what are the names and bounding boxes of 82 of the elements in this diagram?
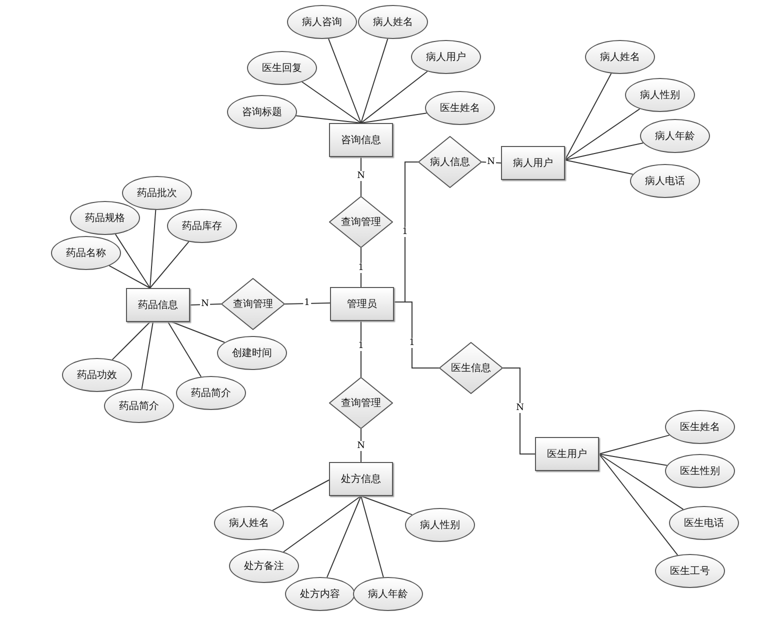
- connector-line: [284, 302, 330, 304]
- connector-line: [360, 496, 384, 578]
- connector-line: [150, 210, 156, 288]
- attribute-ellipse: 医生回复: [247, 51, 317, 85]
- connector-line: [360, 38, 388, 124]
- connector-line: [112, 322, 150, 360]
- relationship-diamond: 查询管理: [329, 196, 393, 248]
- attribute-ellipse: 病人用户: [411, 40, 481, 74]
- attribute-ellipse: 处方备注: [229, 549, 299, 583]
- connector-line: [502, 368, 536, 454]
- connector-line: [172, 322, 226, 343]
- connector-line: [598, 454, 678, 556]
- attribute-ellipse: 病人姓名: [358, 5, 428, 39]
- connector-line: [190, 304, 222, 306]
- attribute-ellipse: 医生姓名: [425, 91, 495, 125]
- relationship-diamond: 病人信息: [418, 136, 482, 188]
- attribute-ellipse: 医生电话: [669, 506, 739, 540]
- attribute-ellipse: 咨询标题: [227, 95, 297, 129]
- attribute-ellipse: 医生性别: [665, 454, 735, 488]
- attribute-ellipse: 病人年龄: [353, 577, 423, 611]
- edge-label: 1: [357, 341, 365, 351]
- relationship-diamond: 医生信息: [439, 342, 503, 394]
- attribute-ellipse: 医生姓名: [665, 410, 735, 444]
- connector-line: [598, 454, 684, 510]
- relationship-diamond: 查询管理: [329, 377, 393, 429]
- connector-line: [114, 234, 150, 288]
- connector-line: [283, 496, 362, 552]
- entity-box: 医生用户: [535, 437, 599, 471]
- entity-box: 病人用户: [501, 146, 565, 180]
- attribute-ellipse: 病人年龄: [640, 119, 710, 153]
- connector-line: [360, 320, 362, 378]
- attribute-ellipse: 药品批次: [122, 176, 192, 210]
- connector-line: [598, 434, 670, 454]
- connector-line: [360, 428, 362, 462]
- edge-label: 1: [401, 227, 409, 237]
- attribute-ellipse: 病人电话: [630, 164, 700, 198]
- connector-line: [564, 142, 644, 160]
- connector-line: [108, 265, 150, 288]
- attribute-ellipse: 病人姓名: [585, 40, 655, 74]
- attribute-ellipse: 创建时间: [217, 336, 287, 370]
- connector-line: [302, 81, 362, 124]
- entity-box: 管理员: [330, 287, 394, 321]
- attribute-ellipse: 药品简介: [104, 389, 174, 423]
- connector-line: [564, 108, 640, 160]
- connector-line: [296, 115, 362, 124]
- connector-line: [564, 73, 612, 160]
- edge-label: N: [515, 403, 525, 413]
- edge-label: N: [200, 299, 210, 309]
- attribute-ellipse: 药品简介: [176, 376, 246, 410]
- connector-line: [272, 480, 330, 511]
- connector-line: [360, 70, 428, 124]
- connector-line: [394, 302, 440, 368]
- edge-label: N: [356, 441, 366, 451]
- connector-line: [150, 241, 190, 288]
- attribute-ellipse: 药品功效: [62, 358, 132, 392]
- connector-line: [326, 496, 362, 578]
- connector-line: [360, 496, 413, 516]
- entity-box: 咨询信息: [329, 123, 393, 157]
- attribute-ellipse: 药品规格: [70, 201, 140, 235]
- connector-line: [168, 322, 202, 378]
- connector-line: [564, 160, 634, 175]
- attribute-ellipse: 药品名称: [51, 236, 121, 270]
- relationship-diamond: 查询管理: [221, 278, 285, 330]
- attribute-ellipse: 病人姓名: [214, 506, 284, 540]
- edge-label: N: [486, 157, 496, 167]
- entity-box: 药品信息: [126, 288, 190, 322]
- connector-line: [598, 454, 668, 466]
- attribute-ellipse: 病人咨询: [287, 5, 357, 39]
- edge-label: 1: [303, 298, 311, 308]
- connector-line: [360, 112, 428, 124]
- attribute-ellipse: 药品库存: [167, 209, 237, 243]
- edge-label: 1: [408, 338, 416, 348]
- entity-box: 处方信息: [329, 462, 393, 496]
- connector-line: [360, 156, 362, 196]
- attribute-ellipse: 医生工号: [655, 554, 725, 588]
- attribute-ellipse: 病人性别: [405, 508, 475, 542]
- connector-line: [328, 38, 362, 124]
- attribute-ellipse: 处方内容: [285, 577, 355, 611]
- attribute-ellipse: 病人性别: [625, 78, 695, 112]
- edge-label: N: [356, 171, 366, 181]
- connector-line: [141, 322, 154, 390]
- edge-label: 1: [357, 263, 365, 273]
